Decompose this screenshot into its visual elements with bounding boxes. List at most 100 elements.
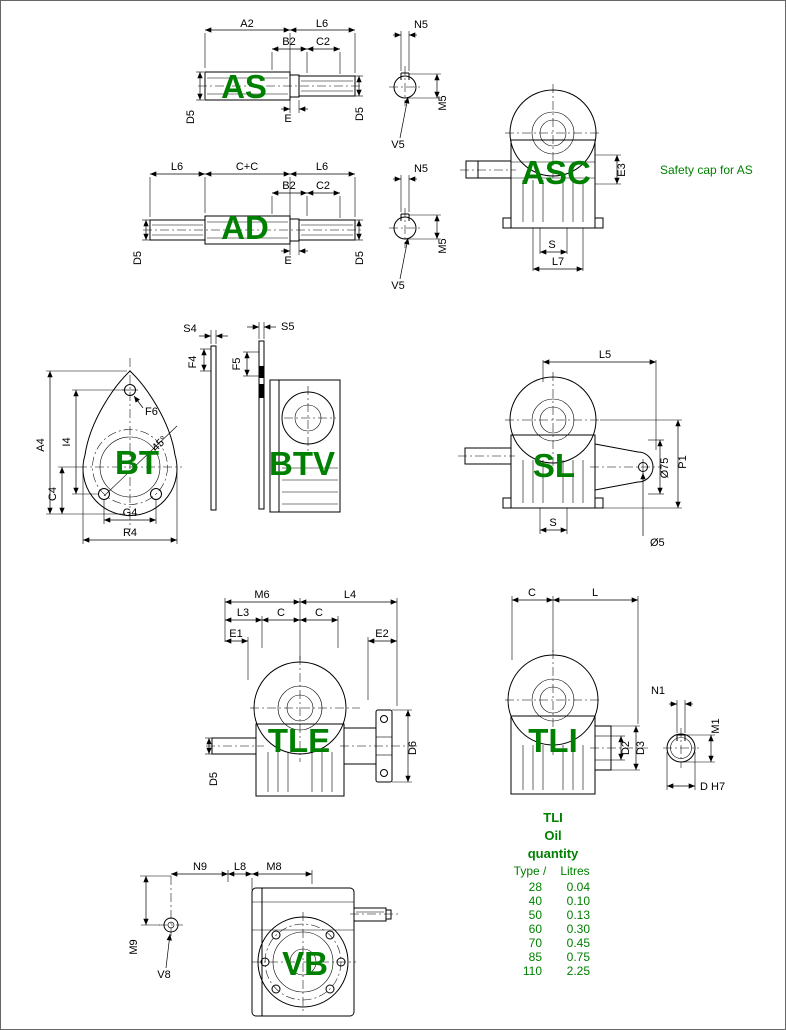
dim-sl-d75: Ø75 — [659, 458, 671, 479]
dim-tli-d3: D3 — [635, 741, 647, 755]
dim-bt-s4: S4 — [183, 323, 196, 335]
dim-sl-l5: L5 — [599, 349, 611, 361]
dim-btv-s5: S5 — [281, 321, 294, 333]
vb-drawing: N9 L8 M8 M9 V8 VB — [128, 861, 398, 1017]
dim-tli-d2: D2 — [620, 741, 632, 755]
label-btv: BTV — [269, 445, 335, 482]
dim-bt-c4: C4 — [47, 487, 59, 501]
dim-as-c2: C2 — [316, 36, 330, 48]
dim-as-m5: M5 — [437, 95, 449, 110]
dim-sl-d5: Ø5 — [650, 537, 665, 549]
dim-bt-f6: F6 — [145, 406, 158, 418]
dim-sl-p1: P1 — [677, 455, 689, 468]
dim-tle-e1: E1 — [229, 628, 242, 640]
dim-vb-m9: M9 — [128, 939, 140, 954]
oil-table-col-litres: Litres — [560, 864, 589, 878]
dim-bt-a4: A4 — [35, 438, 47, 451]
dim-vb-l8: L8 — [234, 861, 246, 873]
dim-tle-e2: E2 — [375, 628, 388, 640]
oil-row-type: 70 — [529, 936, 543, 950]
dim-tle-l4: L4 — [344, 589, 356, 601]
btv-drawing: S5 F5 BTV — [231, 321, 341, 513]
dim-ad-b2: B2 — [282, 180, 295, 192]
label-tli: TLI — [528, 722, 577, 759]
dim-ad-v5: V5 — [391, 280, 404, 292]
dim-tle-c-left: C — [277, 607, 285, 619]
dim-tle-c-right: C — [315, 607, 323, 619]
ad-shaft-end-view: N5 M5 V5 — [389, 163, 449, 292]
dim-tli-d-h7: D H7 — [700, 781, 725, 793]
dim-btv-f5: F5 — [231, 358, 243, 371]
dim-tli-n1: N1 — [651, 685, 665, 697]
label-sl: SL — [533, 447, 575, 484]
dim-asc-s: S — [548, 239, 555, 251]
dim-vb-v8: V8 — [157, 969, 170, 981]
dim-ad-e: E — [284, 255, 291, 267]
dim-asc-l7: L7 — [552, 256, 564, 268]
oil-table-col-type: Type / — [514, 864, 547, 878]
dim-ad-d5-right: D5 — [354, 251, 366, 265]
oil-row-type: 60 — [529, 922, 543, 936]
oil-row-litres: 0.10 — [567, 894, 591, 908]
bt-drawing: 45° F6 A4 I4 C4 G4 R4 S4 — [35, 323, 228, 544]
dim-sl-s: S — [549, 517, 556, 529]
dim-ad-d5-left: D5 — [132, 251, 144, 265]
ad-drawing: L6 C+C L6 B2 C2 D5 E D5 AD — [132, 161, 449, 292]
as-shaft-end-view: N5 M5 V5 — [389, 19, 449, 151]
label-bt: BT — [115, 444, 159, 481]
dim-asc-e3: E3 — [616, 163, 628, 176]
dim-ad-cc: C+C — [236, 161, 258, 173]
oil-row-litres: 2.25 — [567, 964, 591, 978]
dim-as-n5: N5 — [414, 19, 428, 31]
label-vb: VB — [282, 945, 328, 982]
note-safety-cap: Safety cap for AS — [660, 163, 753, 177]
tle-drawing: M6 L4 L3 C C E1 E2 D5 D6 TLE — [205, 589, 420, 797]
oil-row-litres: 0.13 — [567, 908, 591, 922]
oil-row-type: 110 — [523, 964, 542, 978]
tli-bore-end-view: N1 M1 D H7 — [651, 685, 725, 793]
dim-bt-i4: I4 — [61, 437, 73, 446]
oil-row-type: 85 — [529, 950, 543, 964]
dim-bt-g4: G4 — [123, 507, 138, 519]
dim-tle-d5: D5 — [208, 772, 220, 786]
tli-drawing: C L D2 D3 TLI N1 M1 — [505, 587, 725, 795]
dim-vb-m8: M8 — [266, 861, 281, 873]
dim-as-d5-left: D5 — [185, 110, 197, 124]
dim-ad-n5: N5 — [414, 163, 428, 175]
oil-row-litres: 0.45 — [567, 936, 591, 950]
dim-ad-m5: M5 — [437, 238, 449, 253]
label-tle: TLE — [268, 722, 330, 759]
dim-tle-m6: M6 — [254, 589, 269, 601]
dim-as-l6: L6 — [316, 18, 328, 30]
dim-as-a2: A2 — [240, 18, 253, 30]
dim-bt-r4: R4 — [123, 527, 137, 539]
dim-bt-f4: F4 — [187, 356, 199, 369]
label-asc: ASC — [521, 154, 591, 191]
dim-tli-c: C — [528, 587, 536, 599]
dim-ad-c2: C2 — [316, 180, 330, 192]
oil-quantity-table: TLI Oil quantity Type / Litres 28 0.04 4… — [514, 810, 591, 978]
sl-drawing: L5 Ø75 P1 S Ø5 SL — [458, 349, 689, 549]
oil-row-type: 50 — [529, 908, 543, 922]
dim-tle-d6: D6 — [407, 741, 419, 755]
dim-ad-l6-left: L6 — [171, 161, 183, 173]
dim-as-d5-right: D5 — [354, 107, 366, 121]
dim-tli-m1: M1 — [710, 718, 722, 733]
oil-row-litres: 0.30 — [567, 922, 591, 936]
dim-as-e: E — [284, 113, 291, 125]
oil-row-litres: 0.75 — [567, 950, 591, 964]
oil-table-title-1: TLI — [543, 810, 563, 825]
label-as: AS — [221, 68, 267, 105]
asc-drawing: E3 S L7 ASC Safety cap for AS — [460, 84, 753, 272]
dim-ad-l6-right: L6 — [316, 161, 328, 173]
oil-table-title-2: Oil — [544, 828, 561, 843]
as-drawing: A2 L6 B2 C2 D5 E D5 AS — [185, 18, 449, 151]
oil-row-litres: 0.04 — [567, 880, 591, 894]
dim-as-v5: V5 — [391, 139, 404, 151]
oil-row-type: 28 — [529, 880, 543, 894]
oil-table-title-3: quantity — [528, 846, 579, 861]
oil-row-type: 40 — [529, 894, 543, 908]
dim-as-b2: B2 — [282, 36, 295, 48]
